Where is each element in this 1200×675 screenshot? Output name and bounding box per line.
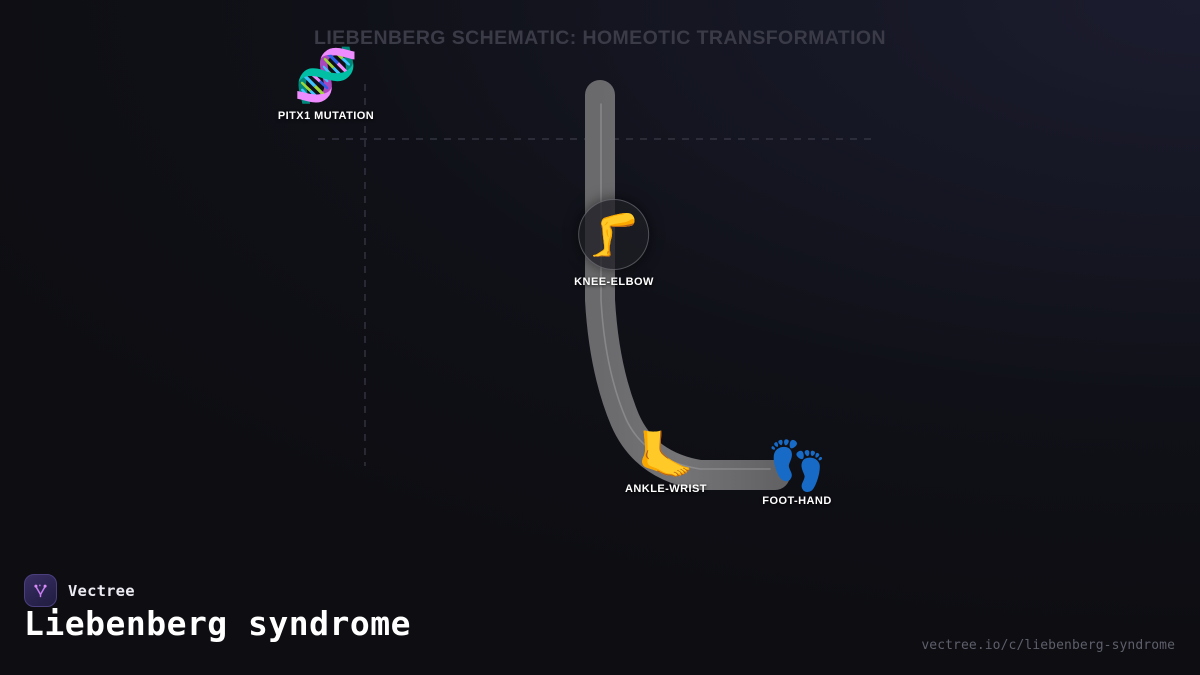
node-pitx1-mutation[interactable]: 🧬 PITX1 MUTATION xyxy=(278,50,374,122)
limb-diagram-svg xyxy=(318,80,878,490)
brand-name: Vectree xyxy=(68,581,135,600)
leg-icon: 🦵 xyxy=(578,199,650,270)
node-label-ankle-wrist: ANKLE-WRIST xyxy=(625,483,707,495)
node-label-foot-hand: FOOT-HAND xyxy=(762,495,832,507)
footer: Vectree Liebenberg syndrome vectree.io/c… xyxy=(0,555,1200,675)
foot-icon: 🦶 xyxy=(637,429,695,481)
dna-icon: 🧬 xyxy=(293,47,359,105)
node-label-knee-elbow: KNEE-ELBOW xyxy=(574,276,654,288)
node-ankle-wrist[interactable]: 🦶 ANKLE-WRIST xyxy=(625,432,707,495)
node-label-pitx1-mutation: PITX1 MUTATION xyxy=(277,110,375,122)
diagram-canvas: LIEBENBERG SCHEMATIC: HOMEOTIC TRANSFORM… xyxy=(278,27,886,508)
limb-inner-highlight xyxy=(600,103,771,470)
page-title: Liebenberg syndrome xyxy=(24,604,411,643)
vectree-logo-icon xyxy=(24,574,57,607)
limb-path xyxy=(585,80,790,490)
footprints-icon: 👣 xyxy=(767,440,827,493)
footer-url: vectree.io/c/liebenberg-syndrome xyxy=(921,638,1175,653)
node-knee-elbow[interactable]: 🦵 KNEE-ELBOW xyxy=(574,199,654,288)
brand-row[interactable]: Vectree xyxy=(24,574,135,607)
node-foot-hand[interactable]: 👣 FOOT-HAND xyxy=(762,440,832,508)
schematic-title: LIEBENBERG SCHEMATIC: HOMEOTIC TRANSFORM… xyxy=(314,27,886,49)
